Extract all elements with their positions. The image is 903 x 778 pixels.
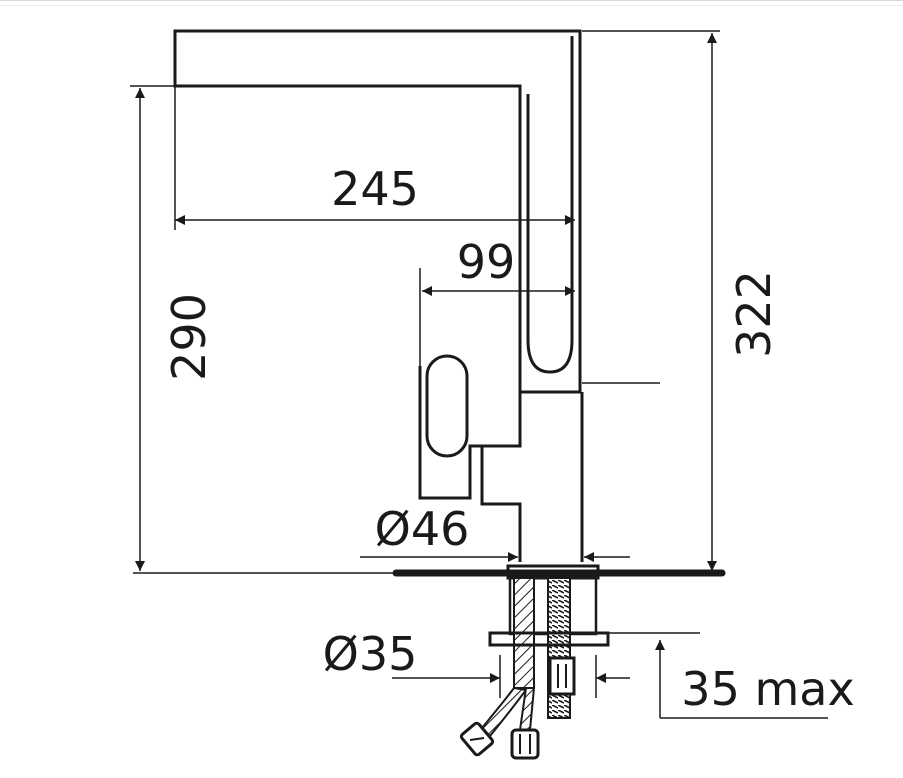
- hose-nut-left: [459, 721, 495, 757]
- dimension-245: 245: [175, 162, 575, 225]
- dimension-diameter-35: Ø35: [323, 627, 630, 698]
- dimension-label-245: 245: [331, 162, 419, 216]
- dimension-99: 99: [422, 235, 575, 296]
- dimension-label-diameter-35: Ø35: [323, 627, 418, 681]
- dimension-322: 322: [582, 30, 781, 571]
- dimension-label-diameter-46: Ø46: [375, 502, 470, 556]
- mounting-shank: [488, 564, 610, 719]
- dimension-label-322: 322: [727, 270, 781, 358]
- faucet-spout: [173, 29, 582, 394]
- dimension-label-35-max: 35 max: [681, 662, 854, 716]
- threaded-rod: [547, 577, 571, 719]
- faucet-body: [418, 268, 660, 562]
- dimension-35-max: 35 max: [608, 632, 855, 719]
- dimension-label-99: 99: [457, 235, 516, 289]
- supply-hoses: [459, 686, 540, 760]
- dimension-290: 290: [130, 85, 216, 571]
- dimension-label-290: 290: [162, 293, 216, 381]
- dimension-diameter-46: Ø46: [360, 502, 630, 562]
- fixing-nut: [548, 656, 576, 696]
- lever-handle: [425, 354, 471, 498]
- hose-nut-right: [510, 728, 540, 760]
- top-border: [0, 0, 903, 6]
